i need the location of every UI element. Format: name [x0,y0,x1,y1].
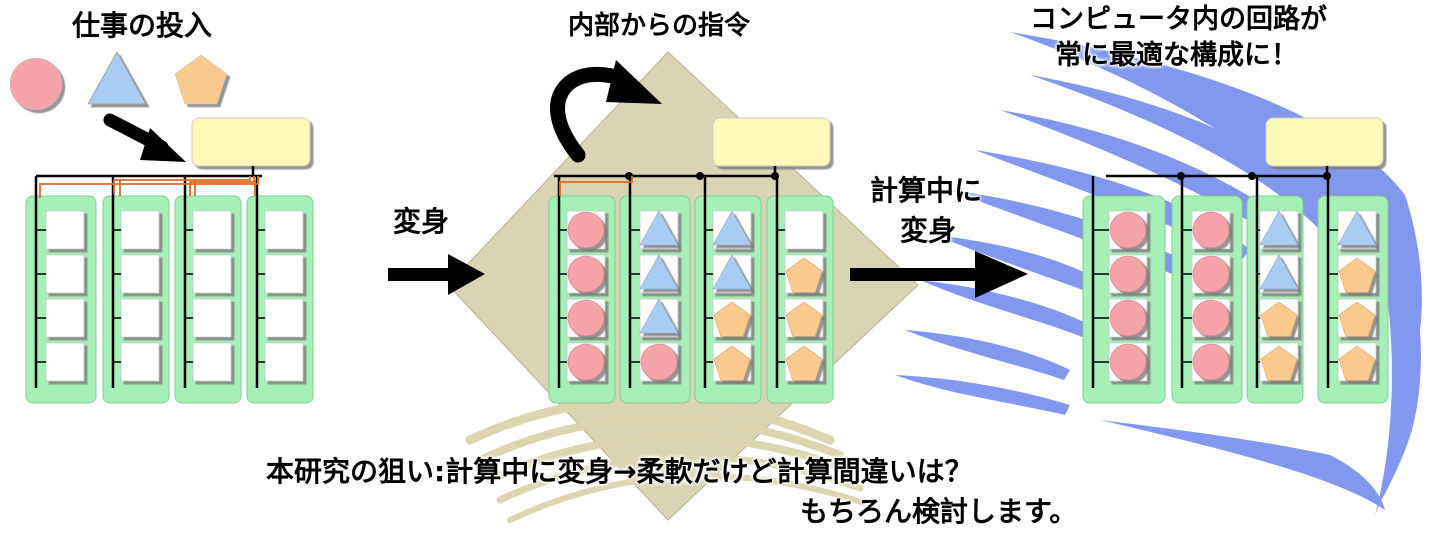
input-shapes [9,51,228,162]
controller-box-3 [1265,117,1384,167]
cell-slot [120,298,160,338]
circle-task [567,343,605,381]
control-wire [559,176,633,196]
transition-arrows [388,251,1028,298]
input-pentagon [174,54,228,105]
cell-slot [192,254,232,294]
arrow-transform-1 [448,254,485,295]
cell-slot [264,342,304,382]
job-input-label: 仕事の投入 [72,9,213,42]
bus-junction [696,172,704,180]
controllers [191,117,1384,167]
pentagon-task [785,301,823,337]
pentagon-task [1260,345,1298,381]
bus-junction [1323,172,1331,180]
controller-box-2 [712,117,831,167]
pentagon-task [1338,345,1376,381]
triangle-task [712,254,752,290]
circle-task [640,343,678,381]
stage-1 [25,166,314,404]
cell-slot [120,254,160,294]
cell-slot [784,210,824,250]
cell-slot [45,342,85,382]
cell-slot [192,298,232,338]
cell-slot [45,254,85,294]
pentagon-task [1338,257,1376,293]
circle-task [1192,255,1230,293]
triangle-task [639,254,679,290]
circle-task [567,255,605,293]
circle-task [1109,211,1147,249]
triangle-task [639,210,679,246]
transform-during-calc-line2: 変身 [900,214,957,247]
pentagon-task [785,257,823,293]
cell-slot [264,298,304,338]
circle-task [1192,211,1230,249]
input-arrow-head [140,128,186,162]
pentagon-task [1260,301,1298,337]
cell-slot [45,298,85,338]
cell-slot [192,210,232,250]
cell-slot [192,342,232,382]
pentagon-task [785,345,823,381]
triangle-task [1259,210,1299,246]
bus-junction [1177,172,1185,180]
cell-slot [264,210,304,250]
cell-slot [45,210,85,250]
arrow-transform-2 [975,251,1028,298]
stage-groups [25,166,1389,404]
circle-task [567,211,605,249]
triangle-task [1337,210,1377,246]
control-wire [189,176,255,196]
circle-task [1109,299,1147,337]
controller-box-1 [191,117,311,167]
transform-label: 変身 [393,205,450,238]
circle-task [1109,255,1147,293]
pentagon-task [1338,301,1376,337]
aim-statement-line2: もちろん検討します。 [800,495,1078,528]
input-triangle [87,51,147,105]
cell-slot [120,342,160,382]
circle-task [1109,343,1147,381]
pentagon-task [713,345,751,381]
bus-junction [771,172,779,180]
circle-task [1192,299,1230,337]
control-wire [39,176,259,198]
internal-command-arrow [550,60,662,163]
triangle-task [639,298,679,334]
cell-slot [264,254,304,294]
circuit-label-line1: コンピュータ内の回路が [1030,4,1327,35]
circuit-label-line2: 常に最適な構成に！ [1055,40,1298,71]
stage-3 [1082,166,1389,404]
stage-2 [548,166,834,404]
bus-junction [1248,172,1256,180]
triangle-task [1259,254,1299,290]
bus-junction [625,172,633,180]
circle-task [567,299,605,337]
transform-during-calc-line1: 計算中に [870,174,983,207]
input-circle [9,57,63,111]
cell-slot [120,210,160,250]
pentagon-task [713,301,751,337]
circle-task [1192,343,1230,381]
triangle-task [712,210,752,246]
internal-command-label: 内部からの指令 [568,11,751,41]
aim-statement-line1: 本研究の狙い:計算中に変身→柔軟だけど計算間違いは？ [266,455,973,488]
control-wire [113,176,251,194]
